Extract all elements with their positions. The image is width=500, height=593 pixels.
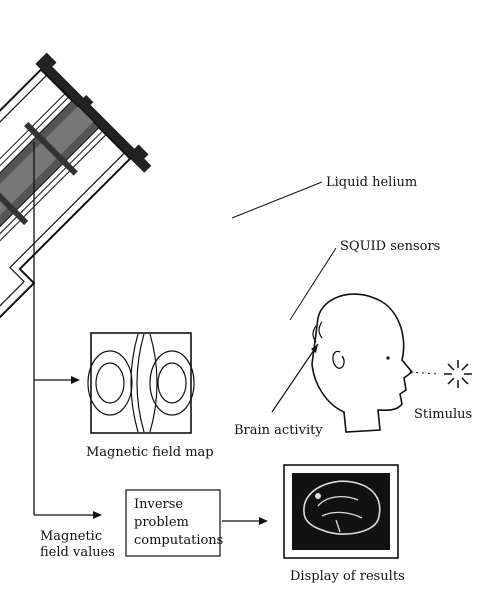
inverse-label-2: problem bbox=[134, 515, 189, 530]
liquid-helium-label: Liquid helium bbox=[326, 175, 417, 190]
field-contour-map-icon bbox=[88, 333, 194, 433]
light-flash-icon bbox=[444, 360, 472, 388]
squid-sensors-label: SQUID sensors bbox=[340, 239, 440, 254]
brain-activity-arrow bbox=[272, 344, 318, 412]
inverse-label-1: Inverse bbox=[134, 497, 183, 512]
inverse-label-3: computations bbox=[134, 533, 223, 548]
field-values-label-1: Magnetic bbox=[40, 529, 102, 544]
brain-display-icon bbox=[284, 465, 398, 558]
field-values-label-2: field values bbox=[40, 545, 115, 560]
stimulus-label: Stimulus bbox=[414, 407, 472, 422]
display-results-label: Display of results bbox=[290, 569, 405, 584]
human-head-icon bbox=[312, 294, 412, 432]
brain-activity-label: Brain activity bbox=[234, 423, 323, 438]
liquid-helium-leader bbox=[232, 182, 322, 218]
field-map-label: Magnetic field map bbox=[86, 445, 214, 460]
